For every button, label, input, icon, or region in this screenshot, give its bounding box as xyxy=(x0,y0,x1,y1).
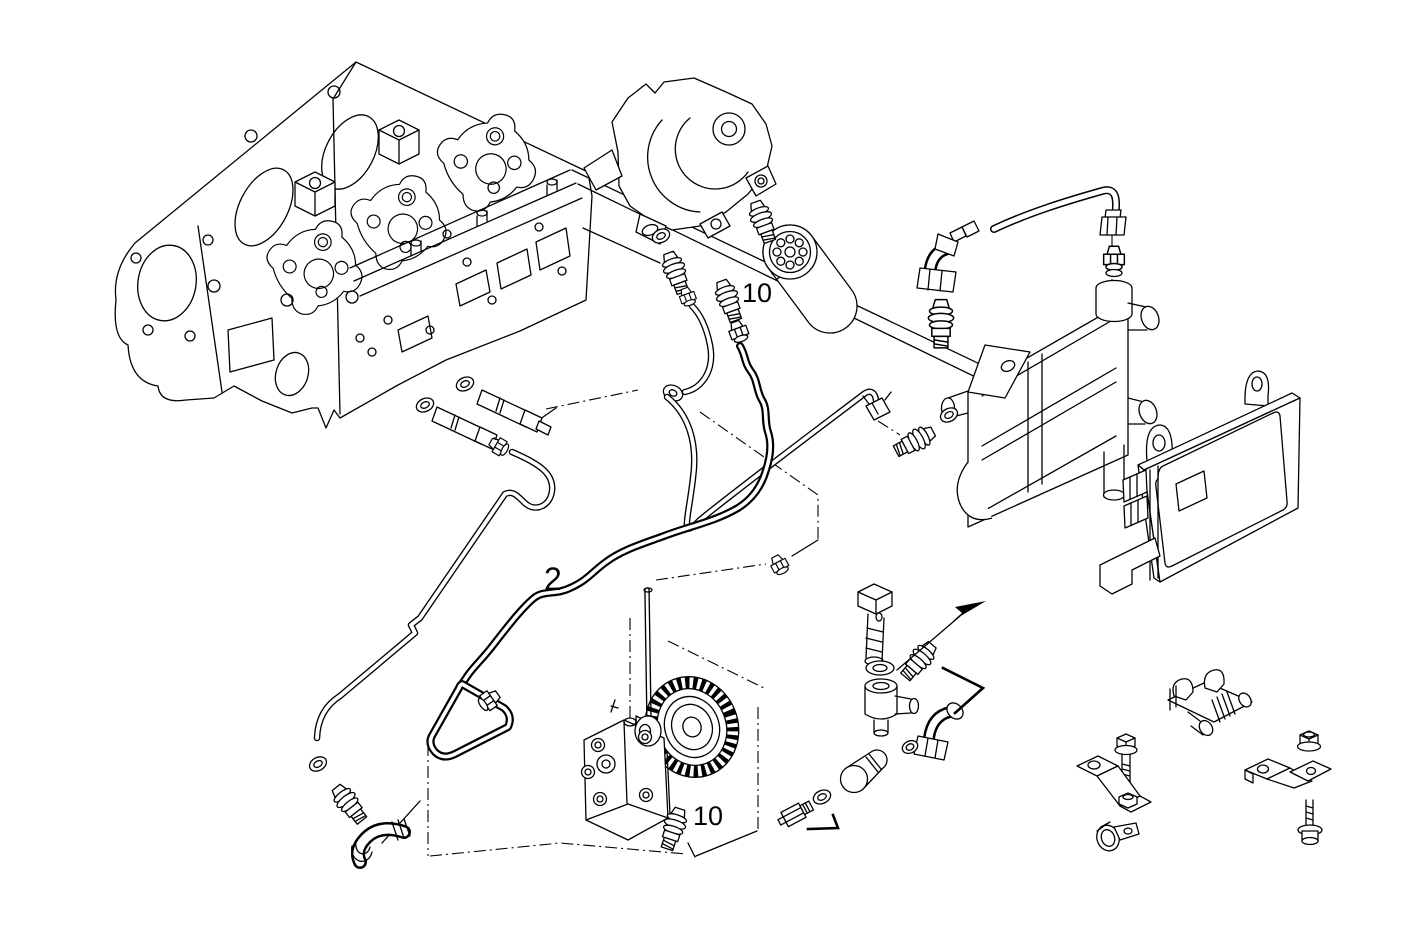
flange-bolt-inverted xyxy=(1297,799,1323,846)
fuel-filter-cartridge xyxy=(762,224,858,334)
hex-nipple xyxy=(777,800,815,828)
banjo-union xyxy=(864,678,920,737)
direction-chevron xyxy=(941,666,986,715)
electronic-control-unit xyxy=(1099,370,1301,595)
direction-arrow-icon xyxy=(954,601,986,620)
bracket-with-bolt xyxy=(1076,733,1152,813)
double-pipe-clamp xyxy=(1167,669,1253,737)
rail-elbow-fitting xyxy=(916,233,959,293)
banjo-bolt-assembly xyxy=(857,583,920,737)
pump-feed-drop-pipe xyxy=(643,587,653,725)
main-fuel-line xyxy=(426,342,775,761)
pump-socket-screws xyxy=(580,729,654,807)
elbow-fitting-group xyxy=(901,702,964,761)
rail-supply-pipe xyxy=(949,186,1127,243)
cylinder-head xyxy=(114,61,593,429)
callout-10-top-label: 10 xyxy=(742,278,772,308)
callout-2-label: 2 xyxy=(544,561,562,597)
arrow-stud-group xyxy=(896,601,986,715)
rail-guide-line-short xyxy=(582,227,661,264)
overflow-valve-group xyxy=(777,749,888,831)
fuel-rail-bracket xyxy=(940,279,1160,528)
fuel-filter-head xyxy=(583,77,777,245)
high-pressure-pump xyxy=(580,676,740,841)
union-stud-10 xyxy=(710,276,747,325)
position-mark xyxy=(806,813,840,831)
rail-inlet-fittings xyxy=(767,233,1126,578)
hose-elbow xyxy=(351,818,411,869)
filter-head-return-pipe xyxy=(662,302,715,402)
fuel-supply-pipe xyxy=(313,448,556,742)
callout-10-bottom-label: 10 xyxy=(693,801,723,831)
z-bracket-with-nut-and-bolt xyxy=(1244,730,1332,846)
p-clamp xyxy=(1096,821,1140,852)
return-line-end-fittings xyxy=(306,753,411,869)
injector-feed-screws xyxy=(413,373,552,459)
